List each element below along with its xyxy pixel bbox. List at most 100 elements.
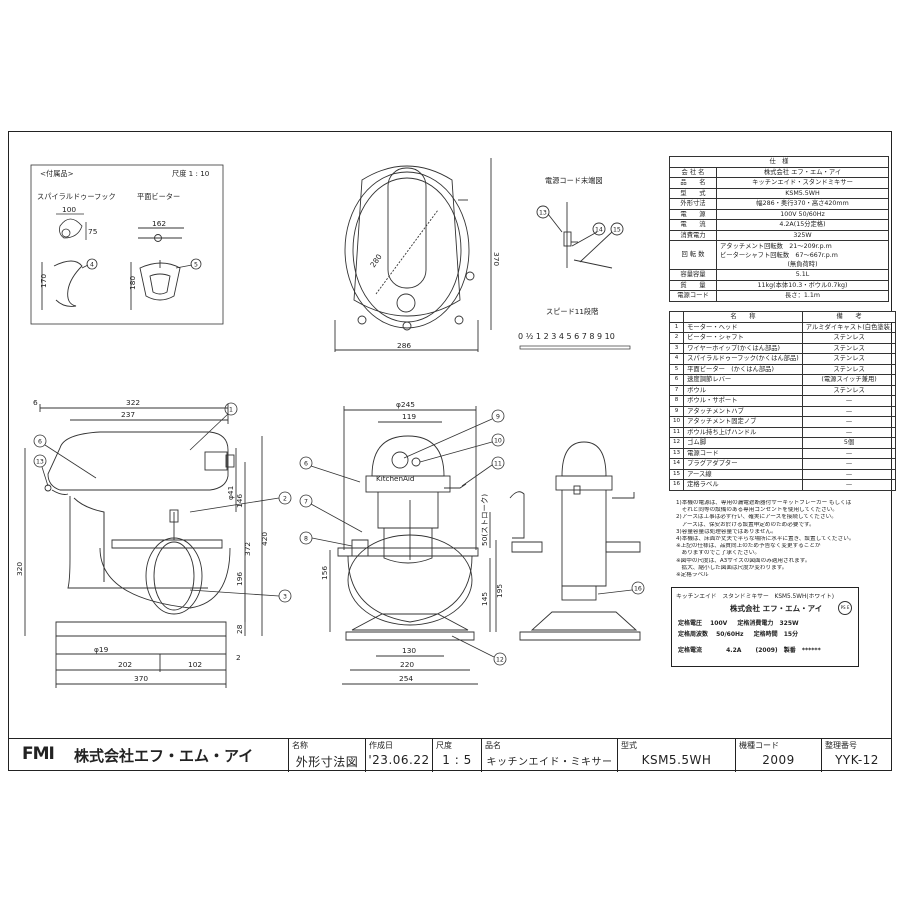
tb-date-cell: 作成日'23.06.22 — [365, 739, 432, 772]
rpm-line: アタッチメント回転数 21〜209r.p.m — [720, 242, 832, 250]
part-remark: — — [801, 468, 897, 480]
side-d2-dim: 2 — [236, 653, 241, 662]
callout-7: 7 — [304, 499, 308, 506]
part-remark: — — [801, 426, 897, 438]
side-d19-dim: φ19 — [94, 645, 109, 654]
part-remark: (電源スイッチ兼用) — [801, 374, 897, 386]
front-d145-dim: 145 — [480, 592, 489, 606]
parts-header-name: 名 称 — [683, 311, 803, 323]
part-remark: — — [801, 447, 897, 459]
spec-table: 仕 様 会 社 名株式会社 エフ・エム・アイ 品 名キッチンエイド・スタンドミキ… — [669, 156, 889, 302]
note-line: ※上記の仕様は、品質向上のため予告なく変更することが — [676, 543, 821, 550]
part-number: 15 — [668, 468, 685, 480]
hook-width-dim: 100 — [62, 205, 76, 214]
speed-dial-slot — [519, 345, 631, 350]
part-name: ワイヤーホイップ(かくはん部品) — [683, 342, 803, 354]
front-d50-dim: 50(ストローク) — [480, 494, 489, 546]
parts-header-remark: 備 考 — [801, 311, 897, 323]
rating-label-company: 株式会社 エフ・エム・アイ — [730, 604, 823, 613]
callout-13-side: 13 — [36, 459, 44, 466]
part-name: ボウル — [683, 384, 803, 396]
rear-view-drawing — [509, 441, 641, 641]
part-remark: アルミダイキャスト(白色塗装) — [801, 321, 897, 333]
accessories-scale: 尺度 1 : 10 — [172, 169, 210, 178]
hook-side-view — [41, 260, 83, 310]
side-top-offset-dim: 6 — [33, 398, 38, 407]
part-name: 速度調節レバー — [683, 374, 803, 386]
callout-9: 9 — [496, 414, 500, 421]
callout-4: 4 — [90, 262, 94, 269]
side-top-span-dim: 322 — [126, 398, 140, 407]
part-number: 13 — [668, 447, 685, 459]
part-name: 平面ビーター (かくはん部品) — [683, 363, 803, 375]
part-name: アタッチメント固定ノブ — [683, 416, 803, 428]
top-view-radius-dim: 280 — [368, 252, 384, 269]
callout-5: 5 — [194, 262, 198, 269]
part-number: 5 — [668, 363, 685, 375]
part-number: 10 — [668, 416, 685, 428]
part-remark: — — [801, 479, 897, 491]
part-name: ボウル持ち上げハンドル — [683, 426, 803, 438]
part-number: 6 — [668, 374, 685, 386]
callout-12: 12 — [496, 657, 504, 664]
fmi-logo: FMI — [22, 744, 55, 764]
part-remark: — — [801, 395, 897, 407]
front-callouts — [299, 409, 507, 666]
part-remark: ステンレス — [801, 363, 897, 375]
power-cord-detail — [536, 202, 624, 269]
front-d254-dim: 254 — [399, 674, 413, 683]
pse-mark-icon: PS E — [838, 601, 852, 615]
front-d156-dim: 156 — [320, 566, 329, 580]
side-d146-dim: 146 — [235, 494, 244, 508]
part-name: プラグアダプター — [683, 458, 803, 470]
part-name: 電源コード — [683, 447, 803, 459]
rating-label-title: キッチンエイド スタンドミキサー KSM5.5WH(ホワイト) — [676, 594, 835, 600]
note-line: ※図中の尺度は、A3サイズの図面のみ適用されます。 — [676, 557, 811, 564]
callout-3: 3 — [283, 594, 287, 601]
note-line: 4)本機は、床面が丈夫で平らな場所に水平に置き、設置してください。 — [676, 536, 855, 543]
part-number: 1 — [668, 321, 685, 333]
part-remark: ステンレス — [801, 384, 897, 396]
note-line: ※定格ラベル — [676, 572, 709, 579]
side-d370-dim: 370 — [134, 674, 148, 683]
spiral-hook-label: スパイラルドゥーフック — [37, 192, 116, 201]
part-remark: — — [801, 405, 897, 417]
front-view-drawing — [329, 406, 497, 685]
note-line: アースは、保安お於ける設置申定めのため必要です。 — [676, 521, 815, 528]
hook-height-dim: 170 — [39, 274, 48, 288]
front-d195-dim: 195 — [495, 584, 504, 598]
callout-8: 8 — [304, 536, 308, 543]
part-number: 12 — [668, 437, 685, 449]
side-d320-dim: 320 — [15, 562, 24, 576]
callout-6-side: 6 — [38, 439, 42, 446]
part-remark: ステンレス — [801, 342, 897, 354]
side-d372-dim: 372 — [243, 542, 252, 556]
front-brand-mark: KitchenAid — [376, 474, 415, 483]
top-view-width-dim: 286 — [397, 341, 411, 350]
callout-1: 1 — [229, 407, 233, 414]
part-number: 9 — [668, 405, 685, 417]
accessories-title: <付属品> — [40, 169, 74, 178]
front-d220-dim: 220 — [400, 660, 414, 669]
rating-label: キッチンエイド スタンドミキサー KSM5.5WH(ホワイト) 株式会社 エフ・… — [671, 587, 859, 667]
side-view-drawing — [24, 404, 263, 688]
part-number: 4 — [668, 353, 685, 365]
callout-2: 2 — [283, 496, 287, 503]
